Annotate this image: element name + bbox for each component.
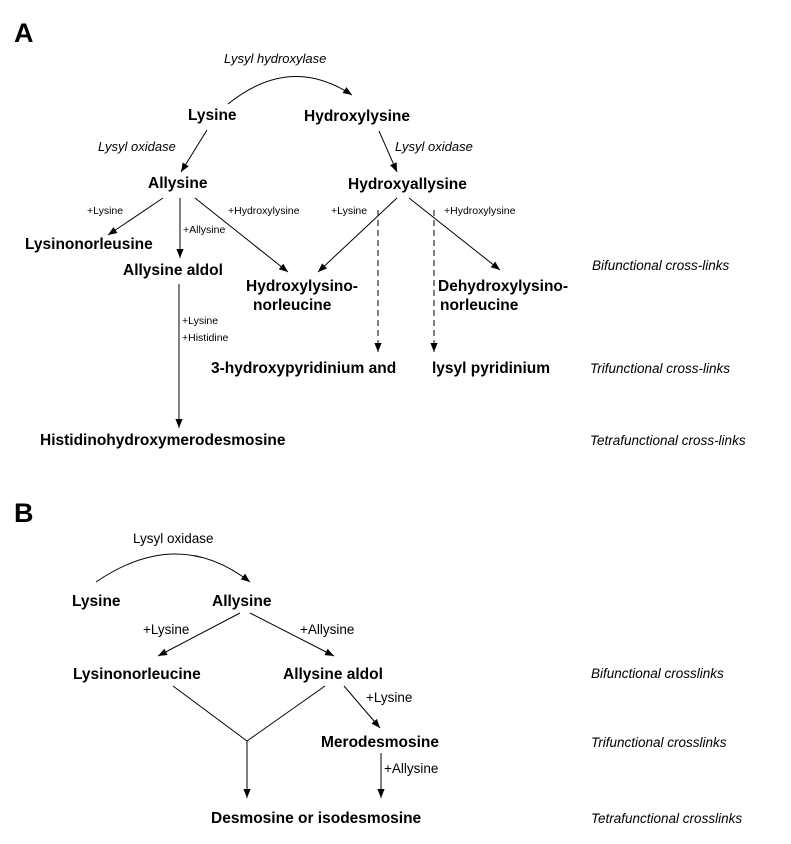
node-lysinonorleusine: Lysinonorleusine <box>25 236 153 253</box>
arrow-b-allysine-to-allysine-aldol <box>249 612 335 657</box>
node-lysyl-pyridinium: lysyl pyridinium <box>432 360 550 377</box>
arrow-hydroxylysine-to-hydroxyallysine <box>378 130 398 173</box>
arrow-b-allysine-to-lysinonorleucine <box>157 612 241 657</box>
node-allysine: Allysine <box>148 175 208 192</box>
category-b-bifunctional: Bifunctional crosslinks <box>591 666 724 681</box>
node-dehydroxylysinonorleucine-line1: Dehydroxylysino- <box>438 278 568 295</box>
arrow-allysine-to-lysinonorleusine <box>107 197 164 236</box>
arrow-hydroxyallysine-to-hydroxylysinonorleucine <box>317 197 398 273</box>
arrow-hydroxyallysine-to-dehydroxylysinonorleucine <box>408 197 501 271</box>
category-a-bifunctional: Bifunctional cross-links <box>592 258 730 273</box>
category-b-trifunctional: Trifunctional crosslinks <box>591 735 727 750</box>
node-hydroxylysinonorleucine-line1: Hydroxylysino- <box>246 278 358 295</box>
reagent-b-lysine-lower: +Lysine <box>366 690 412 705</box>
line-b-lysinonorleucine-merge <box>172 685 248 742</box>
reagent-allysine-mid: +Allysine <box>183 224 225 236</box>
node-hydroxylysinonorleucine-line2: norleucine <box>253 297 332 314</box>
line-b-allysine-aldol-merge <box>246 685 326 742</box>
reagent-hydroxylysine-right: +Hydroxylysine <box>444 205 516 217</box>
reagent-hydroxylysine-left: +Hydroxylysine <box>228 205 300 217</box>
reagent-lysine-right: +Lysine <box>331 205 367 217</box>
category-a-tetrafunctional: Tetrafunctional cross-links <box>590 433 746 448</box>
reagent-lysine-lower: +Lysine <box>182 315 218 327</box>
lysyl-oxidase-left-label: Lysyl oxidase <box>98 139 176 154</box>
lysyl-oxidase-b-label: Lysyl oxidase <box>133 531 214 546</box>
lysyl-oxidase-right-label: Lysyl oxidase <box>395 139 473 154</box>
node-hydroxylysine: Hydroxylysine <box>304 108 410 125</box>
node-b-allysine-aldol: Allysine aldol <box>283 666 383 683</box>
category-b-tetrafunctional: Tetrafunctional crosslinks <box>591 811 742 826</box>
lysyl-hydroxylase-label: Lysyl hydroxylase <box>224 51 326 66</box>
node-b-desmosine: Desmosine or isodesmosine <box>211 810 422 827</box>
reagent-b-allysine-lower: +Allysine <box>384 761 438 776</box>
node-hydroxyallysine: Hydroxyallysine <box>348 176 467 193</box>
node-3-hydroxypyridinium: 3-hydroxypyridinium and <box>211 360 396 377</box>
node-b-allysine: Allysine <box>212 593 272 610</box>
reagent-histidine: +Histidine <box>182 332 229 344</box>
node-b-lysine: Lysine <box>72 593 121 610</box>
category-a-trifunctional: Trifunctional cross-links <box>590 361 730 376</box>
node-histidinohydroxymerodesmosine: Histidinohydroxymerodesmosine <box>40 432 286 449</box>
arrow-lysine-to-allysine <box>180 129 208 173</box>
node-b-merodesmosine: Merodesmosine <box>321 734 439 751</box>
node-b-lysinonorleucine: Lysinonorleucine <box>73 666 201 683</box>
node-allysine-aldol: Allysine aldol <box>123 262 223 279</box>
panel-b-label: B <box>14 498 34 528</box>
reagent-b-lysine-left: +Lysine <box>143 622 189 637</box>
panel-a-label: A <box>14 18 34 48</box>
reagent-lysine-left: +Lysine <box>87 205 123 217</box>
node-dehydroxylysinonorleucine-line2: norleucine <box>440 297 519 314</box>
arrow-b-lysine-to-allysine <box>95 553 251 583</box>
reagent-b-allysine-right: +Allysine <box>300 622 354 637</box>
arrow-allysine-to-hydroxylysinonorleucine <box>194 197 289 273</box>
arrow-b-allysine-aldol-to-merodesmosine <box>343 685 381 729</box>
node-lysine: Lysine <box>188 107 237 124</box>
arrow-lysine-to-hydroxylysine <box>227 76 353 105</box>
